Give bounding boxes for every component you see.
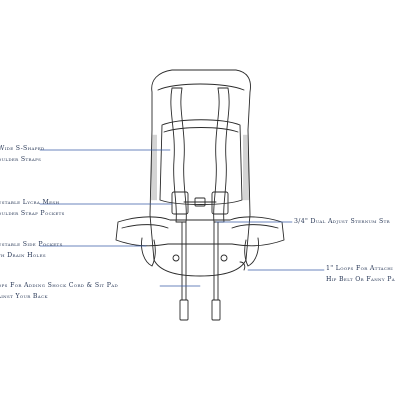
callout-shock-cord-line1: ops For Adding Shock Cord & Sit Pad: [0, 282, 119, 289]
callout-shoulder-straps-line2: oulder Straps: [0, 155, 42, 163]
bottom-loop-right: [220, 254, 228, 262]
sternum-buckle: [194, 197, 206, 207]
right-mesh-pocket: [211, 191, 229, 215]
left-side-pocket: [141, 237, 156, 267]
right-side-hatch: [243, 134, 249, 201]
callout-hip-loops: 1" Loops For Attachi Hip Belt Or Fanny P…: [326, 264, 395, 285]
left-side-hatch: [151, 134, 157, 201]
bottom-loop-left: [172, 254, 180, 262]
pack-body: [149, 69, 251, 277]
callout-shoulder-straps-line1: Wide S-Shaped: [0, 145, 45, 152]
callout-mesh-pockets-line1: ustable Lycra Mesh: [0, 199, 60, 206]
back-panel-seam: [163, 127, 239, 133]
leader-lines: [39, 149, 325, 287]
callout-sternum-strap-line1: 3/4" Dual Adjust Sternum Str: [294, 218, 391, 225]
hip-loop-right: [239, 261, 246, 271]
callout-side-pockets-line1: ustable Side Pockets: [0, 241, 63, 248]
callout-mesh-pockets: ustable Lycra Mesh oulder Strap Pockets: [0, 198, 65, 219]
pack-top-seam: [157, 83, 245, 91]
callout-side-pockets: ustable Side Pockets th Drain Holes: [0, 240, 63, 261]
callout-mesh-pockets-line2: oulder Strap Pockets: [0, 209, 65, 217]
callout-shock-cord: ops For Adding Shock Cord & Sit Pad ains…: [0, 281, 118, 302]
right-side-pocket: [244, 237, 259, 267]
hip-belt-inner-right: [231, 224, 279, 229]
callout-hip-loops-line1: 1" Loops For Attachi: [326, 265, 394, 272]
callout-sternum-strap: 3/4" Dual Adjust Sternum Str: [294, 217, 390, 228]
right-tail-tip: [211, 299, 221, 321]
callout-shoulder-straps: Wide S-Shaped oulder Straps: [0, 144, 45, 165]
callout-shock-cord-line2: ainst Your Back: [0, 292, 48, 300]
callout-side-pockets-line2: th Drain Holes: [0, 251, 46, 259]
hip-belt-inner: [121, 224, 169, 229]
back-panel: [159, 119, 243, 205]
hip-belt: [115, 216, 285, 247]
left-tail-tip: [179, 299, 189, 321]
callout-hip-loops-line2: Hip Belt Or Fanny Pa: [326, 275, 395, 283]
left-mesh-pocket: [171, 191, 189, 215]
